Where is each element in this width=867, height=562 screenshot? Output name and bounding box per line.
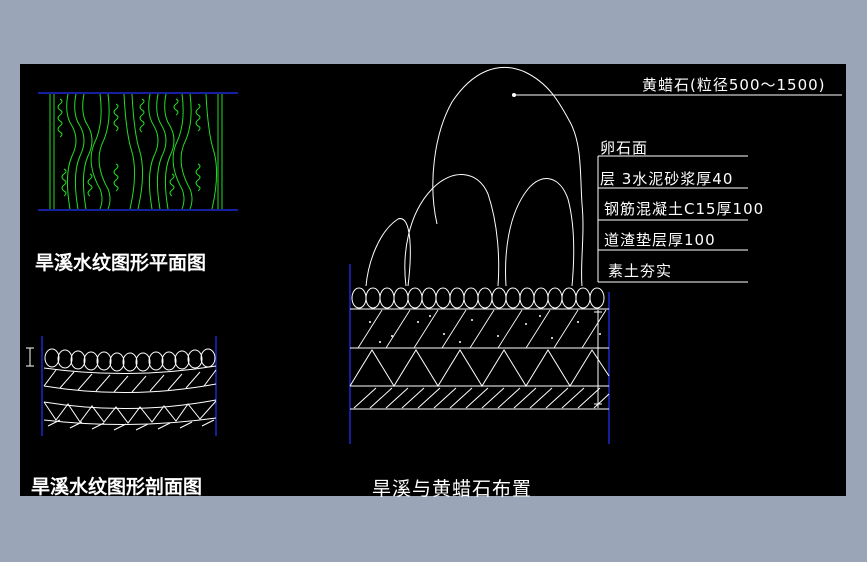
layer-label-gravel: 道渣垫层厚100 bbox=[604, 231, 716, 249]
layout-title: 旱溪与黄蜡石布置 bbox=[372, 478, 533, 500]
rock-outlines bbox=[365, 67, 584, 287]
gravel-triangles bbox=[349, 349, 610, 387]
layer-label-concrete: 钢筋混凝土C15厚100 bbox=[604, 200, 765, 218]
medium-stone-right bbox=[505, 178, 575, 287]
dimension-markers bbox=[594, 310, 602, 408]
medium-stone-left bbox=[404, 174, 500, 287]
cad-drawing-canvas: 旱溪水纹图形平面图 旱溪水纹图形剖面图 旱溪与黄蜡石布置 黄蜡石(粒径500～1… bbox=[20, 64, 846, 500]
plan-water-pattern bbox=[49, 93, 223, 210]
section-dimension-mark bbox=[26, 347, 34, 367]
drawing-svg bbox=[26, 67, 842, 444]
section-view-title: 旱溪水纹图形剖面图 bbox=[31, 476, 203, 498]
soil-hatch bbox=[353, 387, 610, 409]
section-pebbles bbox=[44, 348, 216, 372]
main-layer-lines bbox=[350, 308, 609, 410]
plan-view-title: 旱溪水纹图形平面图 bbox=[35, 252, 207, 274]
layer-label-soil: 素土夯实 bbox=[608, 262, 673, 280]
small-stone-left bbox=[365, 218, 411, 287]
large-stone-outline bbox=[432, 67, 584, 287]
leader-lines bbox=[514, 94, 842, 283]
stone-label: 黄蜡石(粒径500～1500) bbox=[642, 76, 826, 94]
section-layers bbox=[43, 365, 217, 431]
layer-label-pebble: 卵石面 bbox=[600, 139, 649, 157]
concrete-hatch bbox=[357, 309, 607, 349]
stone-leader-dot bbox=[512, 93, 516, 97]
main-section-view bbox=[349, 67, 842, 444]
layer-label-mortar: 层 3水泥砂浆厚40 bbox=[600, 170, 734, 188]
main-pebble-row bbox=[351, 287, 605, 309]
small-section-view bbox=[26, 336, 217, 436]
plan-view bbox=[38, 92, 238, 211]
